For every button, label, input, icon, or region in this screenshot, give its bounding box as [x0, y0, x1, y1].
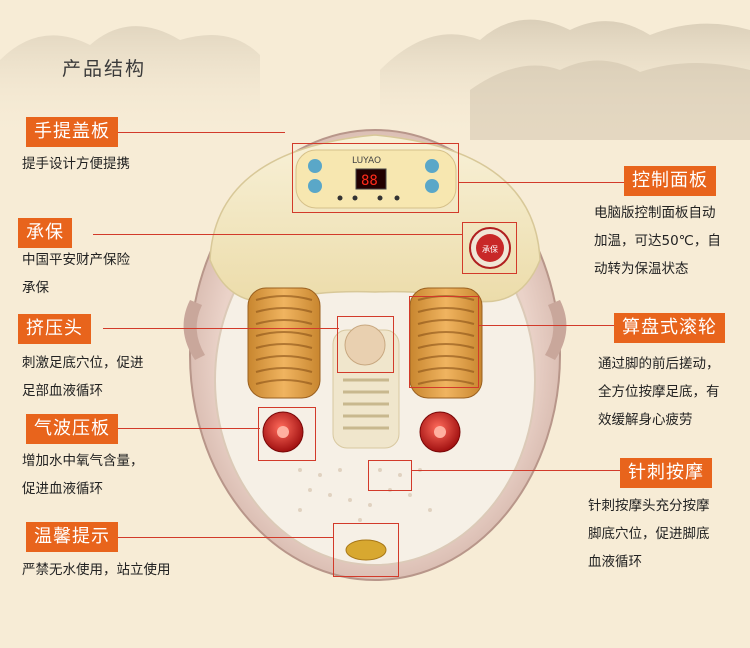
feature-desc-control-panel: 电脑版控制面板自动 加温，可达50℃，自 动转为保温状态: [594, 205, 721, 277]
control-panel-highlight: [292, 143, 459, 213]
feature-desc-warning: 严禁无水使用，站立使用: [22, 562, 171, 578]
leader-line: [113, 428, 260, 429]
feature-label-acupuncture: 针刺按摩: [620, 458, 712, 488]
air-plate-highlight: [258, 407, 316, 461]
feature-label-handle-lid: 手提盖板: [26, 117, 118, 147]
leader-line: [93, 234, 463, 235]
feature-label-air-plate: 气波压板: [26, 414, 118, 444]
insurance-seal-text: 承保: [482, 244, 498, 254]
feature-label-control-panel: 控制面板: [624, 166, 716, 196]
leader-line: [103, 328, 339, 329]
squeeze-head-highlight: [337, 316, 394, 373]
feature-label-squeeze-head: 挤压头: [18, 314, 91, 344]
feature-label-abacus-roller: 算盘式滚轮: [614, 313, 725, 343]
feature-label-insurance: 承保: [18, 218, 72, 248]
seal-highlight: [462, 222, 517, 274]
leader-line: [479, 325, 619, 326]
leader-line: [412, 470, 622, 471]
page-title: 产品结构: [62, 58, 147, 80]
display-readout: 88: [361, 173, 378, 189]
feature-desc-squeeze-head: 刺激足底穴位，促进 足部血液循环: [22, 355, 144, 399]
brand-logo-text: LUYAO: [352, 156, 381, 166]
leader-line: [113, 537, 333, 538]
leader-line: [113, 132, 285, 133]
roller-highlight: [409, 296, 479, 388]
feature-desc-abacus-roller: 通过脚的前后搓动， 全方位按摩足底，有 效缓解身心疲劳: [598, 356, 720, 428]
feature-desc-handle-lid: 提手设计方便提携: [22, 156, 130, 172]
feature-desc-air-plate: 增加水中氧气含量， 促进血液循环: [22, 453, 144, 497]
feature-desc-acupuncture: 针刺按摩头充分按摩 脚底穴位，促进脚底 血液循环: [588, 498, 710, 570]
acupressure-highlight: [368, 460, 412, 491]
feature-desc-insurance: 中国平安财产保险 承保: [22, 252, 130, 296]
feature-label-warning: 温馨提示: [26, 522, 118, 552]
landscape-background: [0, 19, 750, 140]
warning-label-highlight: [333, 523, 399, 577]
leader-line: [459, 182, 626, 183]
